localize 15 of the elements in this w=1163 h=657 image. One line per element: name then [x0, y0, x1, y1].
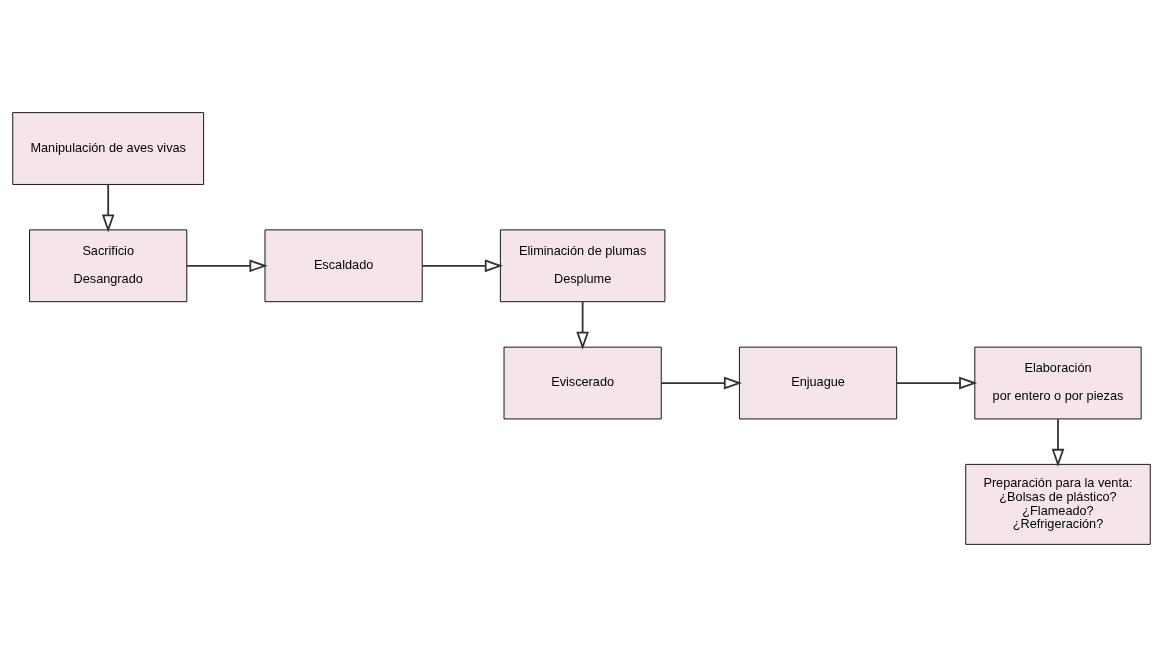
arrow	[101, 183, 115, 233]
arrow	[1051, 418, 1065, 468]
node-box: Preparación para la venta: ¿Bolsas de plástico? ¿Flameado? ¿Refrigeración?	[965, 463, 1151, 545]
arrow	[185, 259, 268, 273]
node-box: Manipulación de aves vivas	[12, 112, 205, 185]
arrow	[576, 301, 589, 350]
node-box: Elaboración por entero o por piezas	[974, 346, 1142, 420]
node-box: Escaldado	[264, 229, 423, 303]
arrow	[660, 376, 743, 390]
node-box: Eliminación de plumas Desplume	[499, 229, 666, 303]
arrow	[895, 376, 978, 390]
node-box: Enjuague	[738, 346, 898, 420]
node-box: Eviscerado	[503, 346, 662, 420]
node-box: Sacrificio Desangrado	[29, 229, 188, 303]
arrow	[421, 259, 503, 273]
